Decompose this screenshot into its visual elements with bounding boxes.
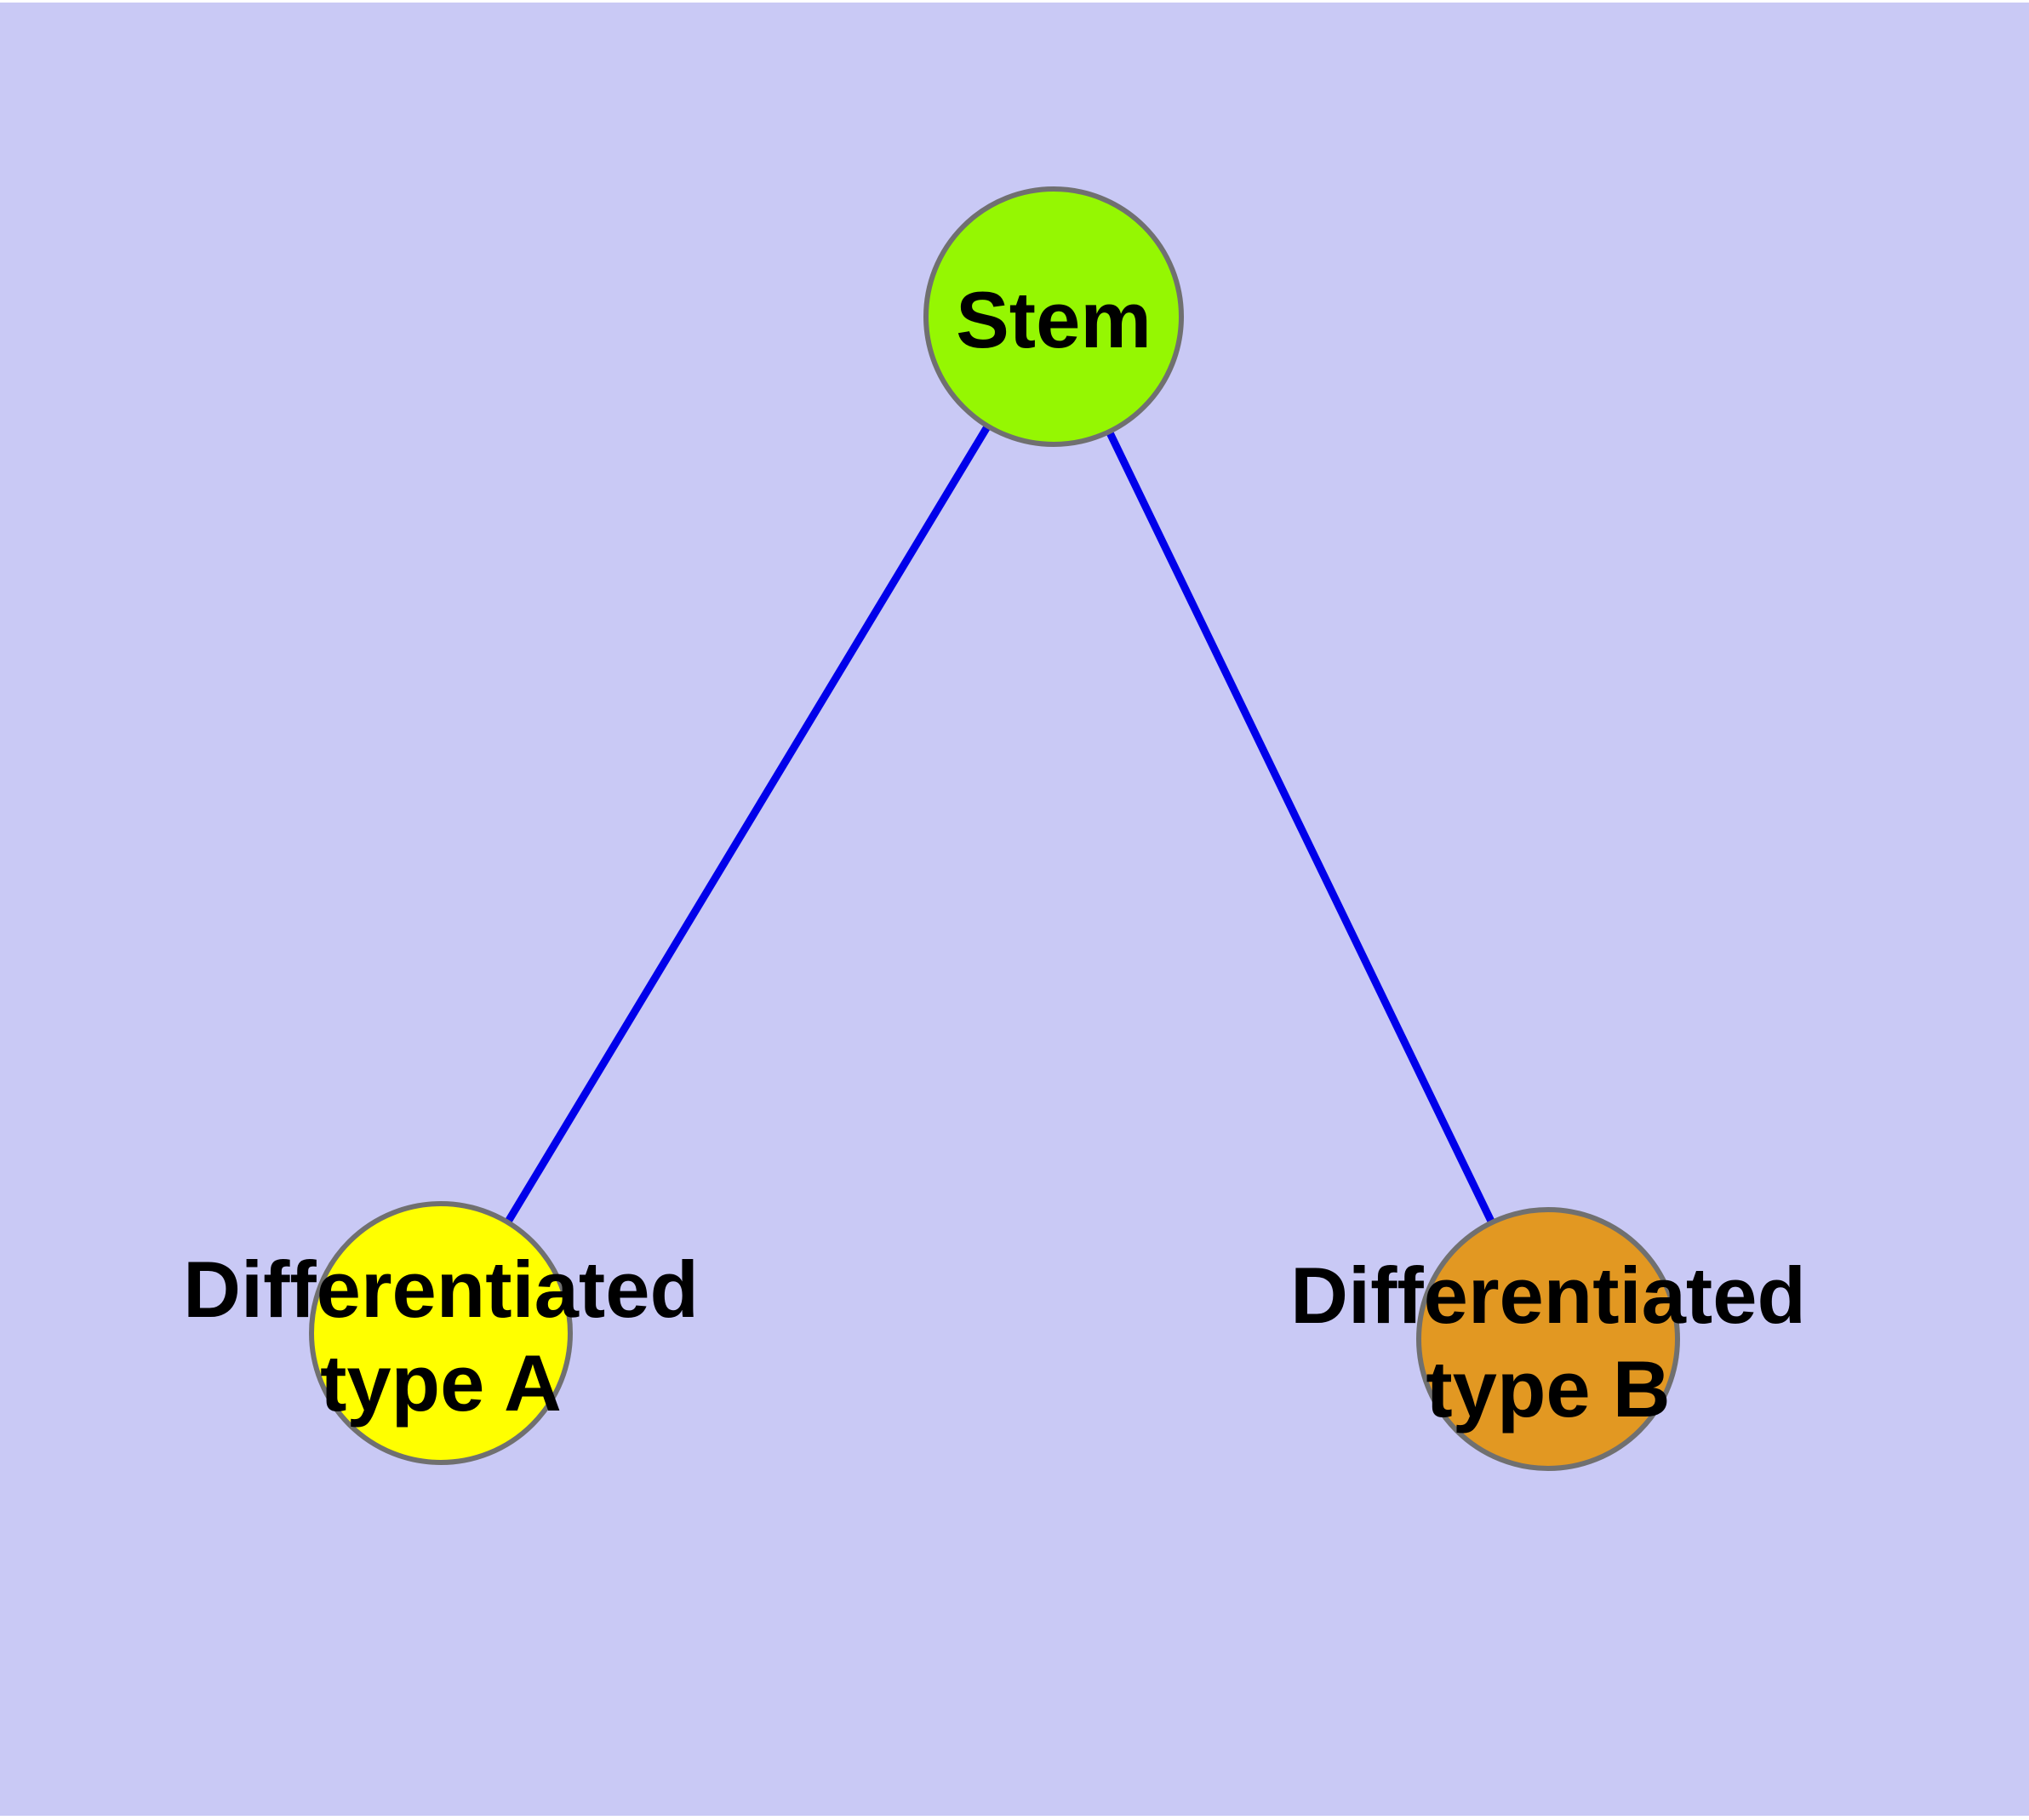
node-type-a-label-line-2: type A [320, 1338, 562, 1428]
node-stem-label-line-1: Stem [956, 275, 1152, 364]
node-type-b-label-line-2: type B [1426, 1344, 1670, 1434]
node-type-a-label-line-1: Differentiated [183, 1245, 699, 1334]
node-type-b-circle [1416, 1207, 1680, 1471]
node-stem-circle [923, 186, 1184, 447]
edge-stem-to-type-b [1049, 312, 1552, 1343]
node-type-b-label-line-1: Differentiated [1290, 1251, 1806, 1340]
edge-stem-to-type-a [437, 312, 1058, 1337]
node-type-a-circle [309, 1201, 573, 1465]
node-stem-label: Stem [956, 275, 1152, 364]
